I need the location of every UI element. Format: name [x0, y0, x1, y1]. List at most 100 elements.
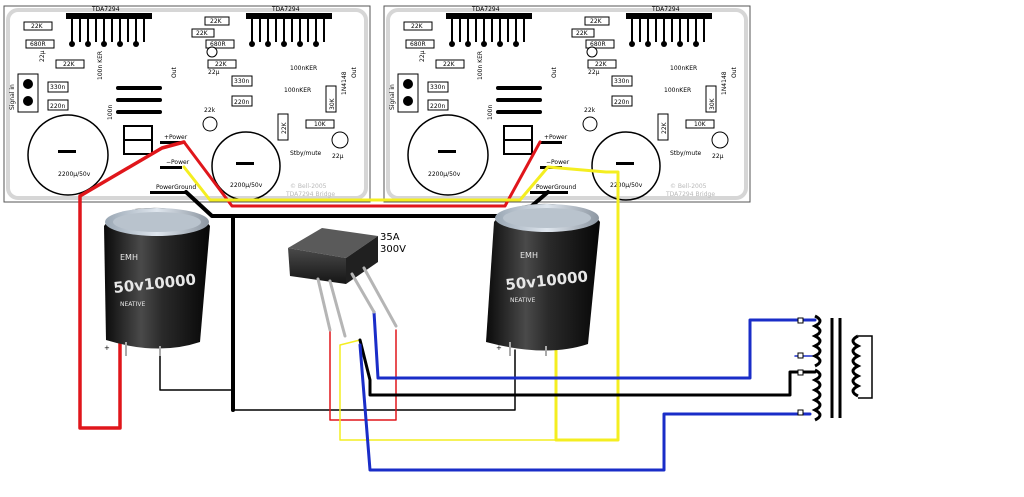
resistor-label: 22K	[411, 23, 424, 30]
cap-label: 100n	[487, 105, 494, 120]
ic-tda7294-b: TDA7294	[246, 6, 332, 42]
resistor-label: 22K	[595, 61, 608, 68]
plus-power-label: +Power	[164, 134, 188, 141]
power-ground-label: PowerGround	[536, 184, 576, 191]
cap-label: 2200µ/50v	[230, 182, 263, 189]
cap-series: NEATIVE	[120, 301, 145, 308]
negative-wire-2	[339, 339, 557, 441]
bridge-voltage-rating: 300V	[380, 244, 406, 255]
mirror-text: TDA7294 Bridge	[665, 191, 715, 198]
ground-wire-thin	[159, 349, 516, 411]
out-label: Out	[551, 66, 558, 78]
out-label: Out	[171, 66, 178, 78]
cap-brand: EMH	[520, 251, 538, 260]
signal-in-label: Signal in	[389, 84, 396, 110]
resistor-label: 22K	[590, 18, 603, 25]
negative-wire	[182, 165, 620, 442]
resistor-label: 10K	[314, 121, 327, 128]
polarity-plus: +	[496, 344, 502, 352]
resistor-label: 22K	[215, 61, 228, 68]
cap-label: 100nKER	[284, 87, 311, 94]
resistor-label: 22K	[63, 61, 76, 68]
resistor-label: 30K	[329, 97, 336, 110]
diode-label: 1N4148	[721, 71, 728, 95]
resistor-label: 22K	[31, 23, 44, 30]
bridge-rectifier: 35A 300V	[288, 228, 406, 338]
minus-power-label: −Power	[546, 159, 570, 166]
ac-wire-b	[358, 343, 812, 472]
cap-label: 100nKER	[290, 65, 317, 72]
ic-label: TDA7294	[271, 6, 300, 13]
resistor-label: 22k	[584, 107, 596, 114]
diode-label: 1N4148	[341, 71, 348, 95]
minus-power-label: −Power	[166, 159, 190, 166]
resistor-label: 30K	[709, 97, 716, 110]
bridge-current-rating: 35A	[380, 232, 400, 243]
cap-series: NEATIVE	[510, 297, 535, 304]
cap-label: 330n	[50, 84, 65, 91]
cap-label: 22µ	[208, 69, 220, 76]
ic-label: TDA7294	[91, 6, 120, 13]
ic-label: TDA7294	[471, 6, 500, 13]
mirror-text: TDA7294 Bridge	[285, 191, 335, 198]
out-label: Out	[731, 66, 738, 78]
cap-label: 100n	[107, 105, 114, 120]
ic-tda7294-d: TDA7294	[626, 6, 712, 42]
cap-label: 2200µ/50v	[610, 182, 643, 189]
cap-label: 220n	[614, 99, 629, 106]
resistor-label: 680R	[590, 41, 606, 48]
cap-label: 2200µ/50v	[428, 171, 461, 178]
cap-label: 22µ	[39, 50, 46, 62]
cap-label: 22µ	[332, 153, 344, 160]
cap-label: 22µ	[712, 153, 724, 160]
cap-label: 22µ	[588, 69, 600, 76]
stby-label: Stby/mute	[670, 150, 702, 157]
resistor-label: 22K	[196, 30, 209, 37]
plus-power-label: +Power	[544, 134, 568, 141]
positive-wire-2	[182, 140, 542, 208]
resistor-label: 10K	[694, 121, 707, 128]
cap-label: 100nKER	[664, 87, 691, 94]
mirror-text: © Bell-2005	[670, 183, 707, 190]
stby-label: Stby/mute	[290, 150, 322, 157]
filter-capacitor-right: EMH 50v10000 NEATIVE +	[486, 203, 600, 356]
cap-label: 22µ	[419, 50, 426, 62]
cap-label: 330n	[234, 78, 249, 85]
transformer	[797, 314, 873, 422]
signal-input-connector: Signal in	[389, 73, 419, 113]
power-ground-label: PowerGround	[156, 184, 196, 191]
cap-label: 2200µ/50v	[58, 171, 91, 178]
ground-wire	[184, 190, 550, 218]
resistor-label: 22K	[281, 121, 288, 134]
filter-capacitor-left: EMH 50v10000 NEATIVE +	[104, 207, 210, 356]
ic-tda7294-a: TDA7294	[66, 6, 152, 42]
cap-label: 100n KER	[97, 51, 104, 80]
out-label: Out	[351, 66, 358, 78]
ic-tda7294-c: TDA7294	[446, 6, 532, 42]
cap-label: 220n	[430, 103, 445, 110]
cap-brand: EMH	[120, 253, 138, 262]
resistor-label: 22K	[661, 121, 668, 134]
cap-label: 220n	[50, 103, 65, 110]
polarity-plus: +	[104, 344, 110, 352]
ac-black-wire	[358, 338, 817, 397]
resistor-label: 22K	[210, 18, 223, 25]
cap-label: 100n KER	[477, 51, 484, 80]
mirror-text: © Bell-2005	[290, 183, 327, 190]
resistor-label: 680R	[30, 41, 46, 48]
wiring	[78, 140, 817, 472]
cap-label: 330n	[614, 78, 629, 85]
resistor-label: 680R	[210, 41, 226, 48]
resistor-label: 680R	[410, 41, 426, 48]
resistor-label: 22K	[576, 30, 589, 37]
pcb-board-right: TDA7294 TDA7294 22K 680R 22K 22K	[383, 5, 751, 203]
signal-input-connector: Signal in	[9, 73, 39, 113]
ac-wire-a	[372, 310, 817, 380]
signal-in-label: Signal in	[9, 84, 16, 110]
resistor-label: 22K	[443, 61, 456, 68]
positive-wire-bridge	[329, 329, 397, 421]
cap-label: 220n	[234, 99, 249, 106]
cap-label: 330n	[430, 84, 445, 91]
cap-label: 100nKER	[670, 65, 697, 72]
